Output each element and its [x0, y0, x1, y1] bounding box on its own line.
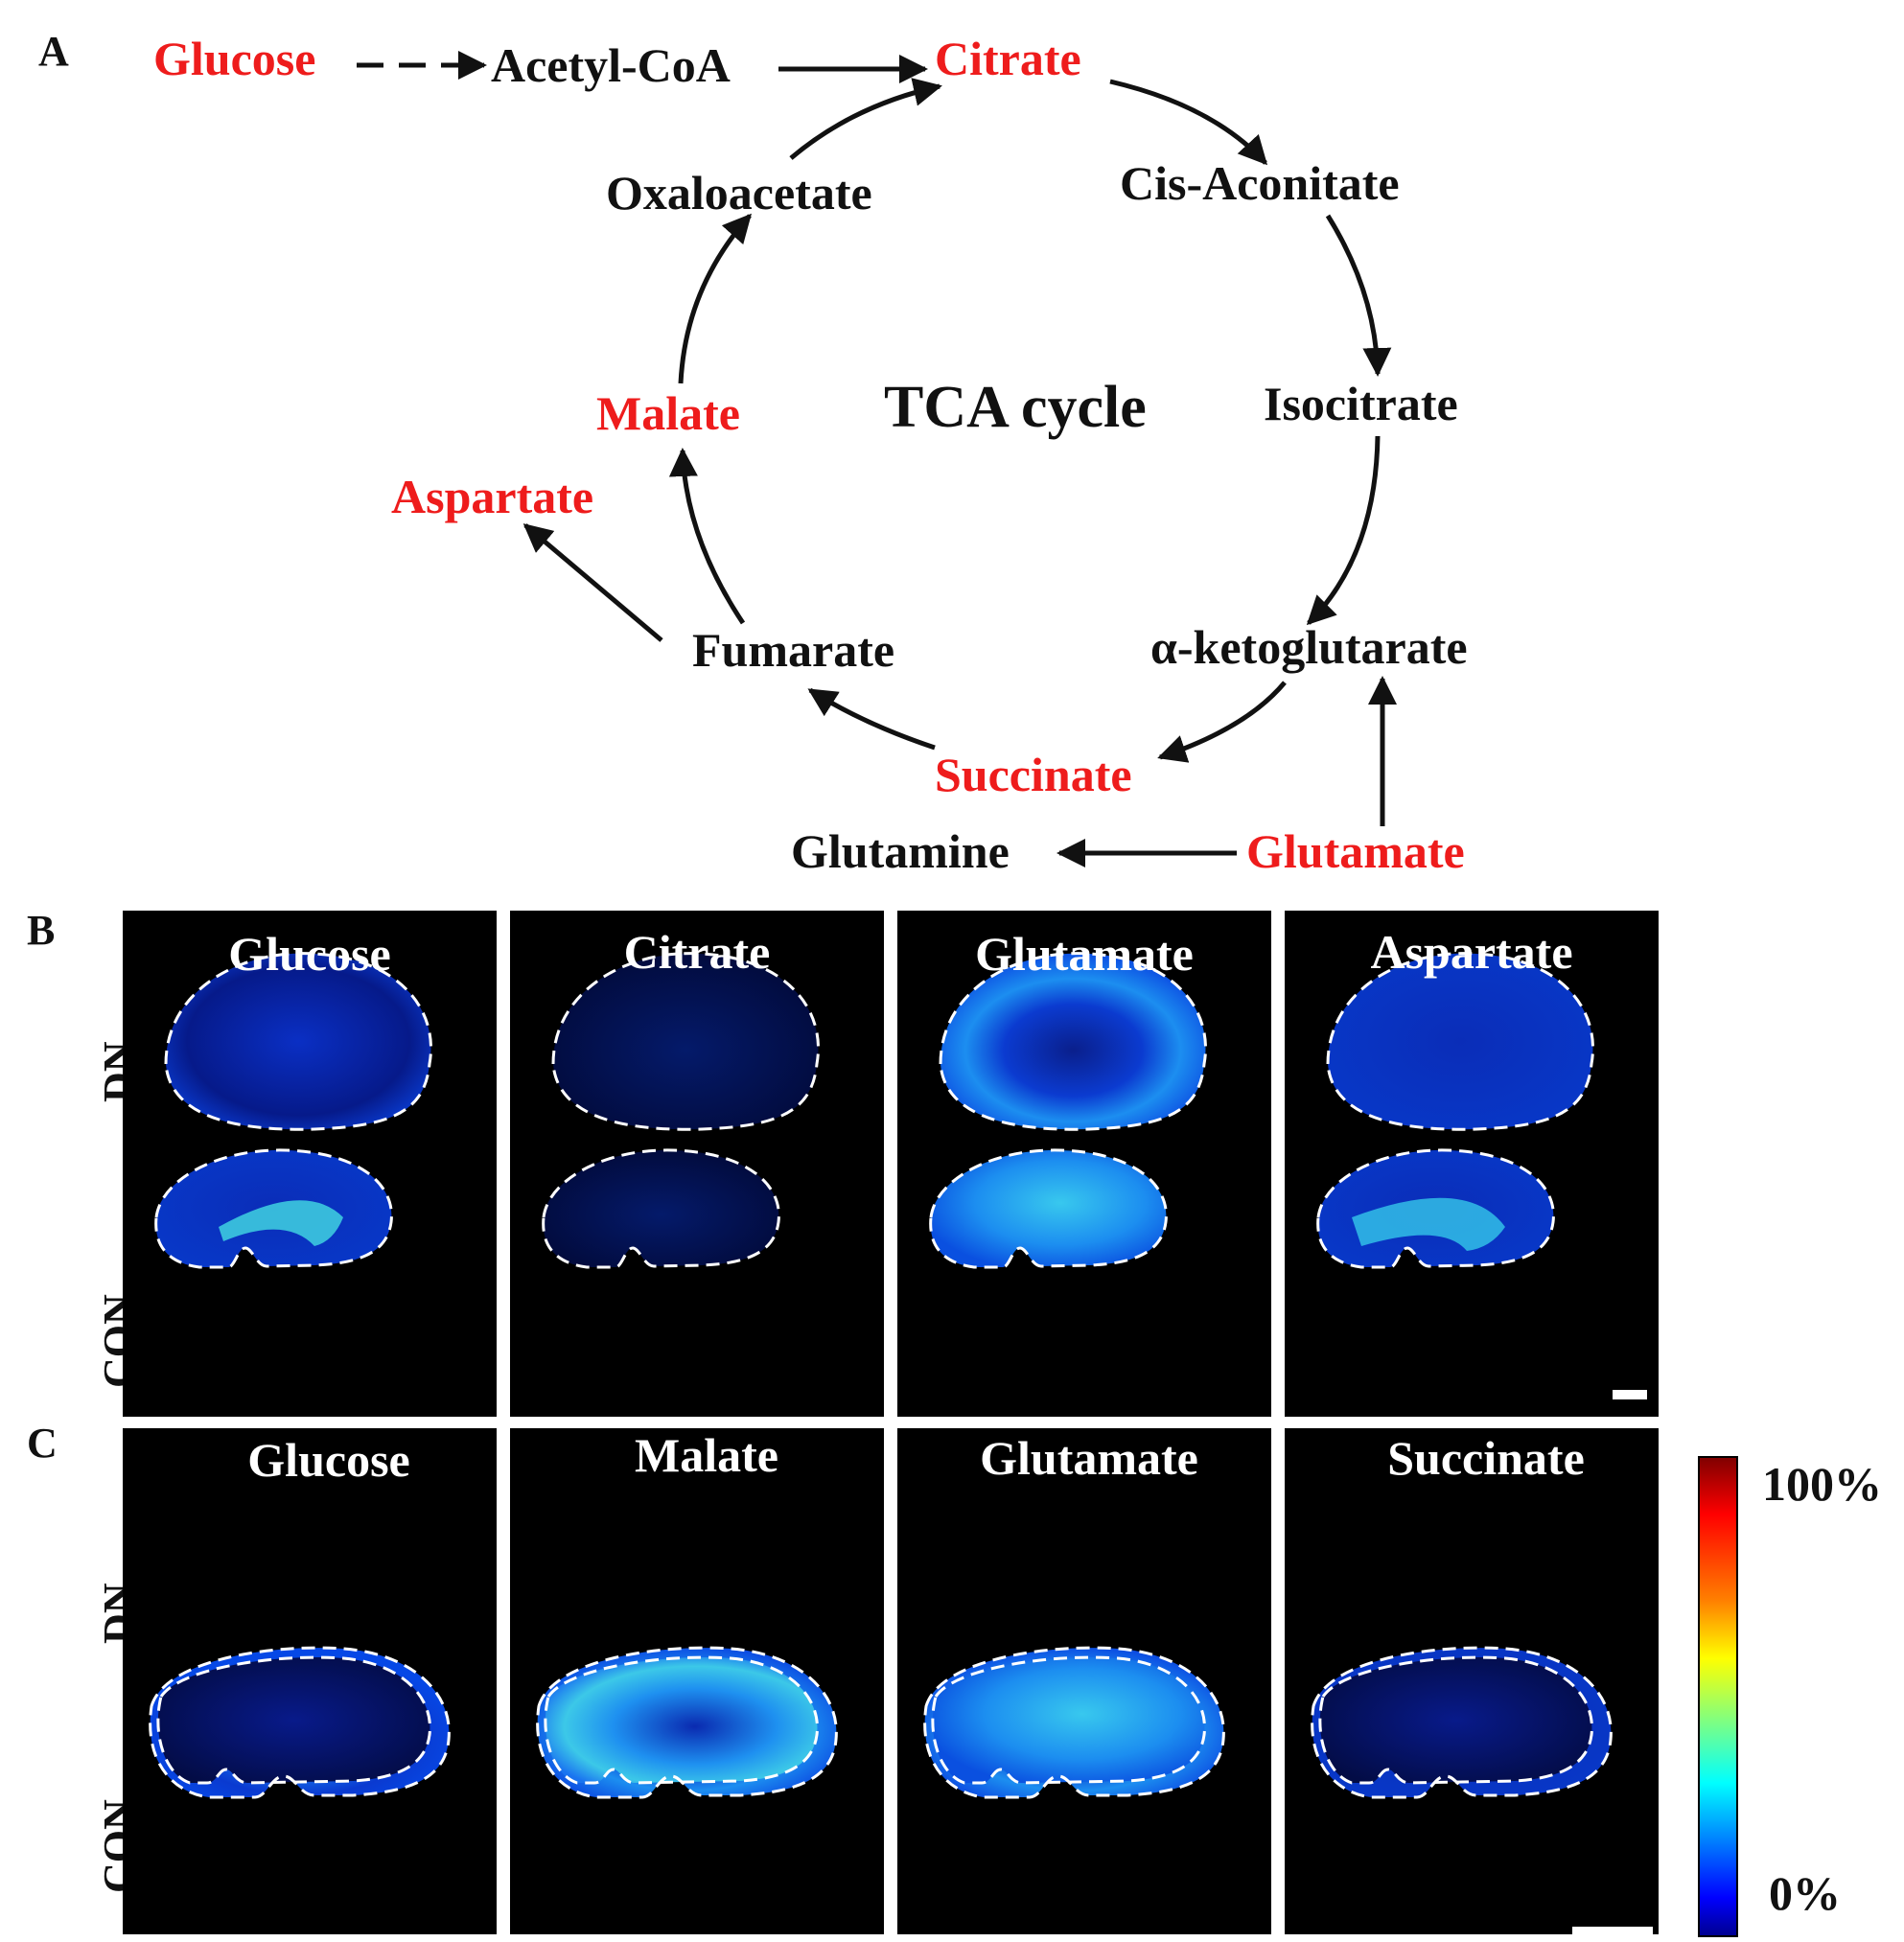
panel-b-title-1: Glucose [228, 927, 390, 981]
node-glucose: Glucose [153, 32, 315, 85]
node-malate: Malate [596, 386, 740, 440]
panel-c-title-2: Malate [635, 1428, 778, 1482]
panel-b-glutamate: Glutamate [897, 911, 1271, 1417]
panel-label-c: C [27, 1420, 58, 1467]
colorbar-min-label: 0% [1769, 1866, 1841, 1920]
panel-c-title-4: Succinate [1387, 1431, 1585, 1485]
pathway-arrows [357, 51, 1397, 867]
node-fumarate: Fumarate [692, 623, 894, 677]
panel-label-a: A [38, 28, 69, 75]
arrow-succinate-to-fumarate [807, 687, 936, 751]
colorbar-max-label: 100% [1762, 1457, 1882, 1511]
node-acetyl-coa: Acetyl-CoA [491, 38, 731, 92]
scale-bar-c [1572, 1927, 1653, 1934]
arrow-fumarate-to-malate [668, 448, 746, 625]
panel-b-title-2: Citrate [624, 925, 771, 979]
panel-c-title-3: Glutamate [980, 1431, 1198, 1485]
node-cis-aconitate: Cis-Aconitate [1120, 156, 1400, 210]
node-alpha-ketoglutarate: α-ketoglutarate [1150, 620, 1468, 674]
panel-b-aspartate: Aspartate [1285, 911, 1659, 1417]
panel-b-citrate: Citrate [510, 911, 884, 1417]
node-citrate: Citrate [935, 32, 1081, 85]
arrow-isocitrate-to-akg [1306, 435, 1381, 626]
panel-c-succinate: Succinate [1285, 1428, 1659, 1934]
node-isocitrate: Isocitrate [1264, 377, 1458, 430]
scale-bar-b [1613, 1390, 1647, 1399]
tca-cycle-label: TCA cycle [884, 375, 1147, 440]
node-glutamate: Glutamate [1246, 824, 1465, 878]
panel-b-title-3: Glutamate [975, 927, 1194, 981]
arrow-cisaconitate-to-isocitrate [1325, 214, 1392, 377]
panel-label-b: B [27, 907, 55, 954]
panel-c-title-1: Glucose [247, 1433, 409, 1487]
node-glutamine: Glutamine [791, 824, 1010, 878]
arrow-akg-to-succinate [1157, 681, 1287, 763]
arrow-oxaloacetate-to-citrate [789, 78, 942, 160]
arrow-citrate-to-cisaconitate [1109, 79, 1268, 166]
panel-b-title-4: Aspartate [1370, 925, 1572, 979]
node-oxaloacetate: Oxaloacetate [606, 166, 872, 220]
panel-c-glucose: Glucose [123, 1428, 497, 1934]
arrow-malate-to-oxaloacetate [678, 213, 752, 384]
arrow-fumarate-to-aspartate [522, 523, 663, 642]
panel-c-glutamate: Glutamate [897, 1428, 1271, 1934]
panel-c-malate: Malate [510, 1428, 884, 1934]
node-aspartate: Aspartate [391, 470, 593, 523]
node-succinate: Succinate [935, 748, 1132, 801]
colorbar [1698, 1456, 1738, 1937]
panel-b-glucose: Glucose [123, 911, 497, 1417]
